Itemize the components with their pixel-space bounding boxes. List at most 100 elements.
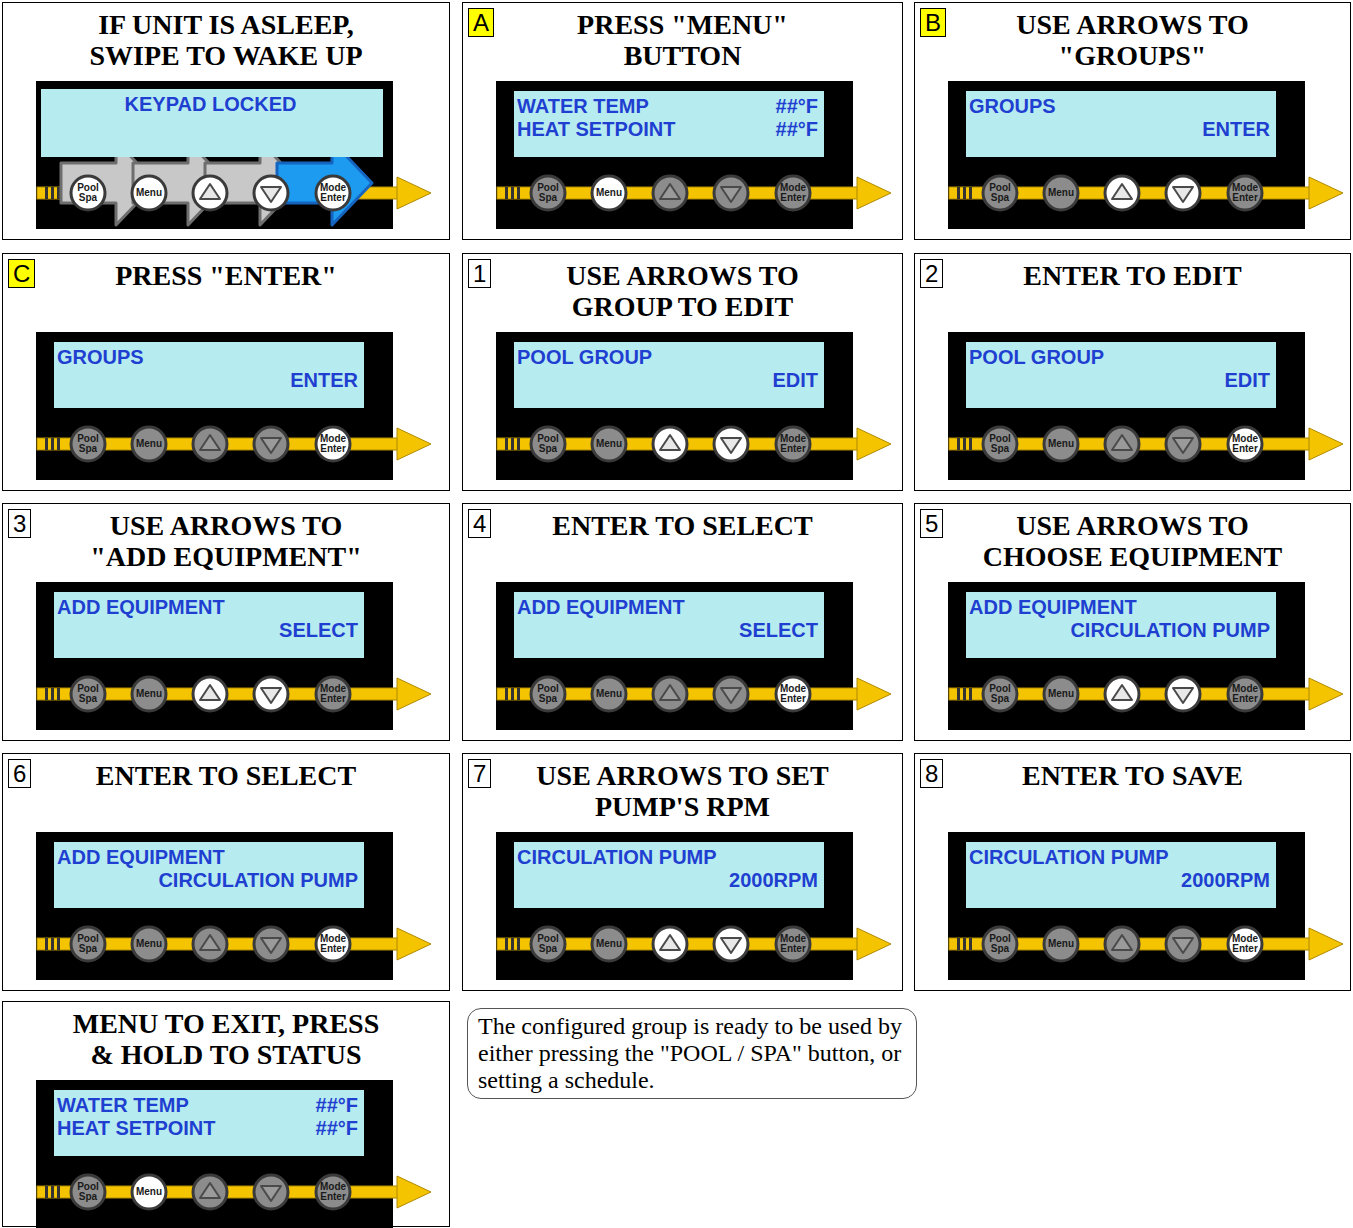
step-heading: USE ARROWS TO "GROUPS" xyxy=(983,9,1283,71)
keypad-button: Menu xyxy=(1042,174,1080,212)
step-badge: B xyxy=(920,8,946,37)
strip-tick xyxy=(57,1186,60,1198)
strip-tick xyxy=(57,938,60,950)
keypad-button: Pool Spa xyxy=(529,925,567,963)
keypad-button: Pool Spa xyxy=(69,925,107,963)
button-circle xyxy=(71,677,105,711)
strip-tick xyxy=(57,438,60,450)
step-heading: ENTER TO SELECT xyxy=(483,510,883,541)
keypad-button: Mode Enter xyxy=(774,675,812,713)
keypad-button: Mode Enter xyxy=(314,925,352,963)
step-badge: 7 xyxy=(468,759,491,788)
strip-arrowhead xyxy=(1309,428,1343,460)
up-arrow-symbol xyxy=(200,935,220,950)
button-circle xyxy=(983,427,1017,461)
down-arrow-symbol xyxy=(721,187,741,202)
keypad xyxy=(36,332,431,480)
lcd-text: SELECT xyxy=(739,619,818,642)
arrow-button xyxy=(1105,927,1139,961)
step-heading: PRESS "MENU" BUTTON xyxy=(543,9,823,71)
note-box: The configured group is ready to be used… xyxy=(467,1008,917,1099)
up-arrow-symbol xyxy=(1112,685,1132,700)
keypad-button: Pool Spa xyxy=(981,925,1019,963)
button-label: Mode Enter xyxy=(777,934,809,954)
button-label: Pool Spa xyxy=(984,684,1016,704)
button-circle xyxy=(592,176,626,210)
strip-tick xyxy=(517,438,520,450)
keypad-button: Pool Spa xyxy=(69,174,107,212)
strip-tick xyxy=(505,187,508,199)
step-number: C xyxy=(13,260,30,287)
button-circle xyxy=(592,927,626,961)
keypad xyxy=(36,81,431,229)
keypad-button: Mode Enter xyxy=(1226,675,1264,713)
up-arrow-symbol xyxy=(200,1183,220,1198)
up-arrow-symbol xyxy=(200,435,220,450)
keypad-button: Menu xyxy=(130,675,168,713)
keypad-bezel xyxy=(36,832,393,980)
strip-tick xyxy=(51,438,54,450)
strip-arrowhead xyxy=(857,428,891,460)
button-label: Menu xyxy=(133,439,165,449)
keypad-bezel xyxy=(496,332,853,480)
strip-tick xyxy=(45,688,48,700)
down-arrow-symbol xyxy=(261,688,281,703)
button-label: Menu xyxy=(1045,439,1077,449)
lcd-screen: ADD EQUIPMENTSELECT xyxy=(54,592,364,658)
lcd-text: ENTER xyxy=(290,369,358,392)
keypad xyxy=(36,832,431,980)
down-arrow-symbol xyxy=(261,187,281,202)
strip-tick xyxy=(45,938,48,950)
keypad-button: Pool Spa xyxy=(69,1173,107,1211)
strip-arrowhead xyxy=(1309,678,1343,710)
strip-tick xyxy=(505,938,508,950)
keypad-button: Menu xyxy=(1042,675,1080,713)
up-arrow-symbol xyxy=(1112,435,1132,450)
step-panel: MENU TO EXIT, PRESS & HOLD TO STATUSWATE… xyxy=(2,1001,450,1227)
arrow-button xyxy=(1105,427,1139,461)
button-circle xyxy=(983,176,1017,210)
up-arrow-symbol xyxy=(660,184,680,199)
button-circle xyxy=(1228,677,1262,711)
arrow-button xyxy=(1166,927,1200,961)
button-label: Pool Spa xyxy=(72,183,104,203)
strip-tick xyxy=(51,688,54,700)
keypad-button: Menu xyxy=(590,425,628,463)
button-circle xyxy=(592,677,626,711)
step-panel: ENTER TO SAVE8CIRCULATION PUMP2000RPMPoo… xyxy=(914,753,1351,991)
step-number: 4 xyxy=(473,510,486,537)
step-number: 2 xyxy=(925,260,938,287)
keypad-button: Mode Enter xyxy=(1226,425,1264,463)
keypad-bezel xyxy=(36,1080,393,1228)
arrow-button xyxy=(193,176,227,210)
button-circle xyxy=(983,927,1017,961)
button-circle xyxy=(132,1175,166,1209)
strip-tick xyxy=(511,438,514,450)
arrow-button xyxy=(653,927,687,961)
strip-tick xyxy=(963,187,966,199)
lcd-text: ENTER xyxy=(1202,118,1270,141)
button-label: Pool Spa xyxy=(532,934,564,954)
lcd-text: GROUPS xyxy=(57,346,144,369)
step-heading: MENU TO EXIT, PRESS & HOLD TO STATUS xyxy=(64,1008,389,1070)
keypad xyxy=(496,582,891,730)
lcd-screen: GROUPSENTER xyxy=(966,91,1276,157)
button-label: Mode Enter xyxy=(1229,934,1261,954)
keypad-button: Pool Spa xyxy=(981,425,1019,463)
arrow-button xyxy=(653,427,687,461)
button-circle xyxy=(132,176,166,210)
keypad-button: Menu xyxy=(590,925,628,963)
keypad-button: Mode Enter xyxy=(1226,925,1264,963)
lcd-screen: GROUPS ENTER xyxy=(54,342,364,408)
keypad xyxy=(948,582,1343,730)
keypad-button: Pool Spa xyxy=(529,425,567,463)
lcd-screen: CIRCULATION PUMP2000RPM xyxy=(966,842,1276,908)
button-circle xyxy=(776,927,810,961)
strip-tick xyxy=(969,688,972,700)
button-label: Menu xyxy=(593,188,625,198)
strip-tick xyxy=(511,187,514,199)
step-heading: USE ARROWS TO "ADD EQUIPMENT" xyxy=(76,510,376,572)
step-badge: 8 xyxy=(920,759,943,788)
step-panel: USE ARROWS TO GROUP TO EDIT1POOL GROUPED… xyxy=(462,253,903,491)
lcd-text: ADD EQUIPMENT xyxy=(969,596,1137,619)
